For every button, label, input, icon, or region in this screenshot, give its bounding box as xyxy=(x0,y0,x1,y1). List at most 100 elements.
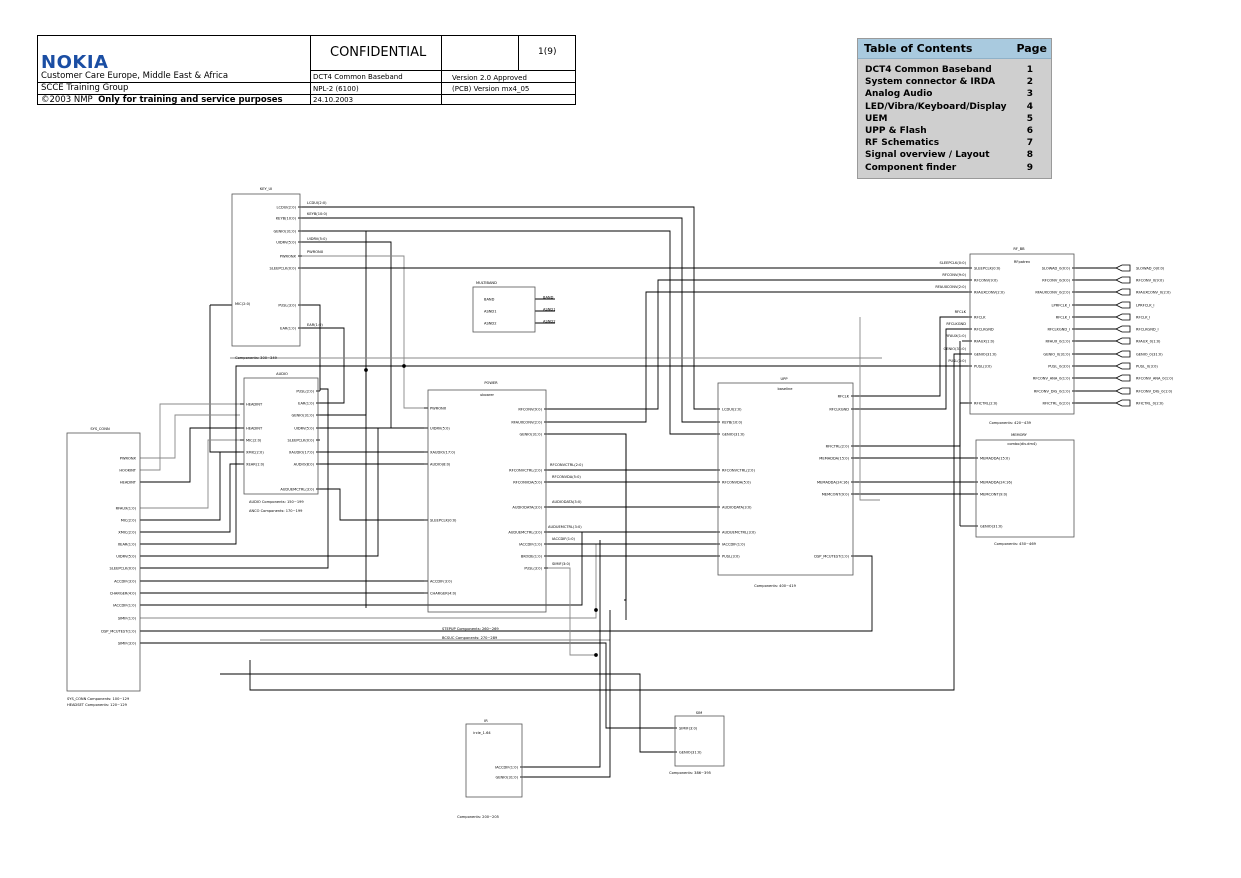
audio-block xyxy=(243,377,319,495)
audio-pin: PUSL(2:0) xyxy=(296,389,314,393)
audio-pin: MIC(2:0) xyxy=(246,438,262,442)
net-wire xyxy=(140,463,240,533)
rf-bb-net-label: PUSL(3:0) xyxy=(948,359,966,363)
off-page-connector xyxy=(1115,374,1131,382)
audio-pin: XMIC(2:0) xyxy=(246,450,264,454)
upp-pin: AUDUEMCTRL(3:0) xyxy=(722,530,756,534)
ir-pin: GENIO(31:0) xyxy=(495,775,518,779)
power-pin: PWRONX xyxy=(430,406,447,410)
toc-item-label: UPP & Flash xyxy=(865,126,927,136)
junction-dot xyxy=(402,364,406,368)
off-page-connector xyxy=(1115,325,1131,333)
net-wire xyxy=(302,327,345,404)
multiband-out-label: ASND2 xyxy=(543,320,555,324)
rf-bb-offpage-label: LPRFCLK_I xyxy=(1136,303,1154,307)
audio-title: AUDIO xyxy=(276,372,288,376)
upp-pin: AUDIODATA(3:0) xyxy=(722,505,752,509)
ir-block xyxy=(465,723,523,798)
rf-bb-pin: RFCLKGND xyxy=(974,327,994,331)
toc-item-label: Analog Audio xyxy=(865,89,933,100)
toc-item-label: System connector & IRDA xyxy=(865,77,996,88)
upp-pin: RFCLK xyxy=(838,394,850,398)
net-wire xyxy=(140,403,240,471)
upp-pin: RFCONVDA(5:0) xyxy=(722,480,751,484)
rf-bb-block xyxy=(969,253,1075,415)
training-notice: Only for training and service purposes xyxy=(98,95,283,105)
toc-item-label: RF Schematics xyxy=(865,138,940,149)
sys-conn-pin: DSP_MCUTEST(1:0) xyxy=(101,629,136,633)
upp-components: Components: 400~419 xyxy=(754,584,797,588)
net-label: PWRONX xyxy=(307,250,324,254)
net-wire xyxy=(302,206,716,410)
upp-pin: IACCDIF(1:0) xyxy=(722,542,746,546)
rf-bb-net-label: RFCLKGND xyxy=(946,322,966,326)
rf-bb-net-label: RFCLK xyxy=(955,310,967,314)
upp-pin: MEMADDA(15:0) xyxy=(819,456,849,460)
rf-bb-pin: RFCONV(9:0) xyxy=(974,278,998,282)
toc-item-page: 1 xyxy=(1026,65,1033,75)
audio-pin: HEADINT xyxy=(246,426,263,430)
power-pin: IACCDIF(1:0) xyxy=(519,542,543,546)
memory-title: MEMORY xyxy=(1011,433,1028,437)
net-wire xyxy=(220,673,673,753)
sys-conn-pin: CHARGER(4:0) xyxy=(110,591,137,595)
net-wire xyxy=(140,642,673,729)
toc-item-page: 2 xyxy=(1026,77,1033,88)
memory-components: Components: 450~469 xyxy=(994,542,1037,546)
power-net-label: SIMIF(3:0) xyxy=(552,562,571,566)
net-wire xyxy=(302,217,716,423)
toc-item-label: DCT4 Common Baseband xyxy=(865,65,992,75)
toc-item-page: 8 xyxy=(1026,150,1033,161)
upp-pin: DSP_MCUTEST(1:0) xyxy=(814,554,849,558)
net-wire xyxy=(140,451,240,521)
audio-pin: XAUDIO(17:0) xyxy=(289,450,315,454)
rf-bb-pin: RFICTRL_0(2:0) xyxy=(1043,401,1071,405)
key-ui-pin: MIC(2:0) xyxy=(235,302,251,306)
net-wire xyxy=(548,567,596,656)
net-wire xyxy=(302,230,716,435)
power-title: POWER xyxy=(484,381,498,385)
off-page-connector xyxy=(1115,337,1131,345)
power-net-label: AUDIODATA(3:0) xyxy=(552,500,582,504)
audio-components: AUDIO Components: 150~199 xyxy=(249,500,304,504)
key-ui-title: KEY_UI xyxy=(260,187,272,191)
net-wire xyxy=(855,328,968,410)
upp-pin: MEMCONT(9:0) xyxy=(822,492,850,496)
rf-bb-pin: RFICTRL(2:0) xyxy=(974,401,998,405)
net-wire xyxy=(524,540,601,768)
copyright-text: ©2003 NMP xyxy=(41,95,93,105)
power-pin: AUDUEMCTRL(3:0) xyxy=(508,530,542,534)
toc-item-page: 6 xyxy=(1026,126,1033,136)
toc-item-label: UEM xyxy=(865,113,888,124)
power-pin: SLEEPCLK(0:0) xyxy=(430,518,457,522)
rf-bb-pin: RFAUX(1:0) xyxy=(974,339,995,343)
rf-bb-pin: RFCLK_I xyxy=(1056,315,1070,319)
power-pin: RFCONVDA(5:0) xyxy=(513,480,542,484)
key-ui-pin: UIDRV(5:0) xyxy=(276,240,296,244)
net-wire xyxy=(302,304,321,391)
table-of-contents: Table of Contents Page DCT4 Common Baseb… xyxy=(857,38,1052,179)
off-page-connector xyxy=(1115,288,1131,296)
rf-bb-pin: RFCLKGND_I xyxy=(1047,327,1070,331)
audio-pin: GENIO(31:0) xyxy=(291,413,314,417)
upp-pin: LCDUI(2:0) xyxy=(722,407,742,411)
sys-conn-pin: SLEEPCLK(0:0) xyxy=(110,566,137,570)
net-wire xyxy=(140,427,424,557)
audio-pin: SLEEPCLK(0:0) xyxy=(288,438,315,442)
sys-conn-block xyxy=(66,432,141,692)
rf-bb-pin: PUSL(3:0) xyxy=(974,364,992,368)
toc-item-label: Component finder xyxy=(865,162,957,173)
title-row-1-mid: DCT4 Common Baseband xyxy=(313,73,403,81)
rf-bb-pin: RFCLK xyxy=(974,315,986,319)
sys-conn-pin: HEADINT xyxy=(120,480,137,484)
toc-item: DCT4 Common Baseband 1 xyxy=(865,65,1045,75)
off-page-connector xyxy=(1115,276,1131,284)
power-pin: AUDIO(8:0) xyxy=(430,462,451,466)
net-label: EAR(1:0) xyxy=(307,323,323,327)
toc-item-page: 3 xyxy=(1026,89,1033,100)
toc-header: Table of Contents Page xyxy=(858,39,1051,59)
memory-block xyxy=(975,439,1075,538)
toc-title: Table of Contents xyxy=(864,42,973,55)
multiband-pin: ASND2 xyxy=(484,321,496,325)
power-pin: RFCONV(9:0) xyxy=(518,407,542,411)
